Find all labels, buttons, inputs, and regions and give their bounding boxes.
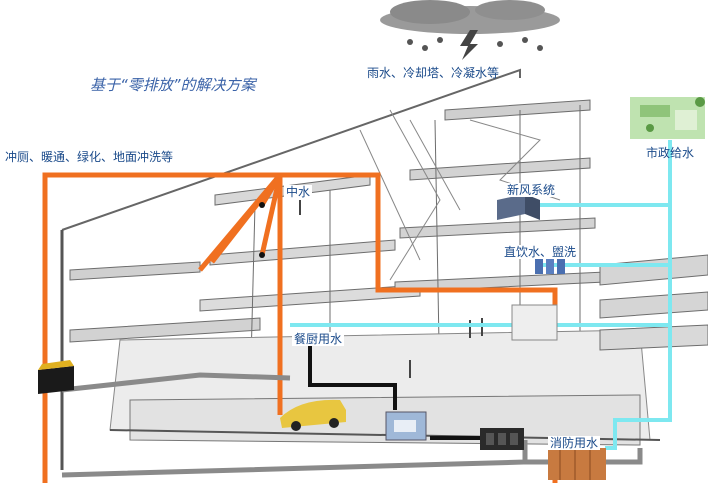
storage-tank <box>480 428 524 450</box>
treatment-tank-icon <box>38 360 74 394</box>
storm-cloud-icon <box>380 0 560 60</box>
reclaimed-water-pipes <box>42 172 558 483</box>
city-park-icon <box>630 97 705 139</box>
label-municipal: 市政给水 <box>646 146 695 160</box>
filter-unit-icon <box>385 411 427 441</box>
drain-pipes <box>308 345 480 440</box>
car-icon <box>280 399 346 431</box>
label-fire: 消防用水 <box>548 436 601 450</box>
kitchen-unit <box>511 304 558 341</box>
label-fresh-air: 新风系统 <box>505 183 558 197</box>
label-zhongshui: 中水 <box>284 185 313 199</box>
label-drinking: 直饮水、盥洗 <box>502 245 579 259</box>
fire-tank-icon <box>548 448 606 480</box>
diagram-title: 基于“零排放”的解决方案 <box>90 76 256 94</box>
water-filter-icon <box>535 252 565 274</box>
label-rain: 雨水、冷却塔、冷凝水等 <box>367 66 500 80</box>
air-handler-icon <box>497 194 540 220</box>
municipal-supply-pipes <box>290 140 672 450</box>
junction-dot <box>259 252 265 258</box>
label-kitchen: 餐厨用水 <box>292 332 345 346</box>
label-toilet: 冲厕、暖通、绿化、地面冲洗等 <box>5 150 174 164</box>
building-sketch <box>60 68 708 470</box>
junction-dot <box>259 202 265 208</box>
